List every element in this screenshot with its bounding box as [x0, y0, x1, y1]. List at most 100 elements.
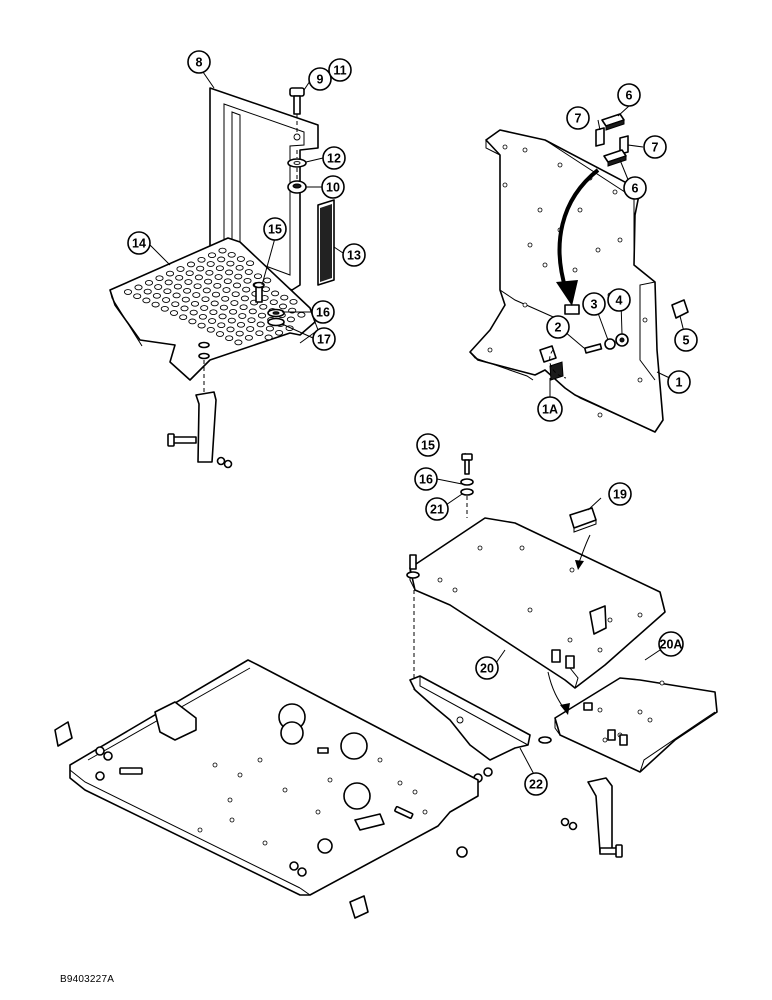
perforation-hole [210, 300, 219, 307]
perforation-hole [226, 326, 235, 333]
callout-6-top: 6 [617, 83, 641, 107]
svg-text:4: 4 [616, 294, 623, 308]
perforation-hole [219, 304, 228, 311]
perforation-hole [189, 309, 198, 316]
perforation-hole [193, 283, 202, 290]
callout-21: 21 [425, 497, 449, 521]
perforation-hole [234, 339, 243, 346]
perforation-hole [265, 325, 274, 332]
svg-text:13: 13 [347, 249, 361, 263]
box-fasteners [406, 453, 474, 579]
perforation-hole [154, 284, 163, 290]
perforation-hole [255, 330, 264, 337]
callout-1a: 1A [537, 396, 563, 422]
perforation-hole [226, 260, 235, 267]
perforation-hole [172, 292, 181, 299]
svg-text:22: 22 [529, 778, 543, 792]
perforation-hole [240, 295, 249, 302]
callout-16-lower: 16 [414, 467, 438, 491]
plate-fasteners [253, 281, 285, 327]
svg-text:6: 6 [632, 182, 639, 196]
drawing-reference-code: B9403227A [60, 974, 115, 985]
perforation-hole [242, 286, 251, 293]
perforation-hole [213, 282, 222, 289]
callout-8: 8 [187, 50, 211, 74]
callout-7-left: 7 [566, 106, 590, 130]
perforation-hole [238, 313, 247, 319]
floor-plate [54, 659, 479, 919]
svg-text:20A: 20A [660, 638, 683, 652]
perforation-hole [169, 310, 179, 316]
perforation-hole [179, 314, 188, 321]
assembly-arrowhead [556, 280, 578, 306]
perforation-hole [183, 287, 192, 294]
perforation-hole [236, 256, 245, 262]
svg-text:5: 5 [683, 334, 690, 348]
perforated-floor-plate [109, 237, 319, 381]
callout-4: 4 [607, 288, 631, 312]
perforation-hole [164, 279, 173, 286]
perforation-hole [175, 274, 184, 281]
perforation-hole [246, 260, 255, 267]
callout-13: 13 [342, 243, 366, 267]
perforation-hole [253, 273, 263, 280]
perforation-hole [244, 334, 253, 341]
perforation-hole [173, 283, 182, 290]
perforation-hole [197, 322, 206, 329]
perforation-hole [163, 288, 172, 295]
callout-5: 5 [674, 328, 698, 352]
perforation-hole [160, 305, 169, 312]
perforation-hole [198, 313, 207, 320]
perforation-hole [206, 261, 215, 267]
perforation-hole [227, 317, 236, 324]
svg-text:7: 7 [652, 141, 659, 155]
callout-15-upper: 15 [263, 217, 287, 241]
perforation-hole [162, 297, 171, 303]
svg-text:10: 10 [326, 181, 340, 195]
callout-6-bottom: 6 [623, 176, 647, 200]
perforation-hole [202, 287, 211, 294]
svg-text:2: 2 [555, 321, 562, 335]
perforation-hole [269, 299, 278, 306]
callout-17: 17 [312, 327, 336, 351]
perforation-hole [244, 269, 253, 275]
perforation-hole [231, 291, 240, 298]
svg-text:9: 9 [317, 73, 324, 87]
svg-text:14: 14 [132, 237, 146, 251]
svg-text:8: 8 [196, 56, 203, 70]
perforation-hole [143, 288, 152, 295]
perforation-hole [192, 292, 201, 298]
perforation-hole [227, 251, 236, 258]
svg-text:6: 6 [626, 89, 633, 103]
perforation-hole [271, 290, 280, 297]
callout-2: 2 [546, 315, 570, 339]
svg-text:19: 19 [613, 488, 627, 502]
perforation-hole [215, 265, 224, 272]
perforation-hole [278, 303, 288, 310]
callout-1: 1 [667, 370, 691, 394]
perforation-hole [236, 321, 246, 328]
perforation-hole [155, 275, 164, 282]
perforation-hole [165, 270, 175, 277]
perforation-hole [211, 291, 221, 298]
svg-text:1: 1 [676, 376, 683, 390]
svg-text:11: 11 [333, 64, 346, 78]
callout-11: 11 [328, 58, 352, 82]
perforation-hole [222, 287, 231, 293]
perforation-hole [243, 277, 252, 284]
svg-text:1A: 1A [542, 403, 558, 417]
perforation-hole [142, 297, 151, 304]
perforation-hole [247, 317, 256, 324]
perforation-hole [264, 334, 273, 341]
callout-22: 22 [524, 772, 548, 796]
perforation-hole [208, 318, 217, 324]
perforation-hole [206, 326, 215, 333]
perforation-hole [201, 296, 210, 303]
panel-hardware [539, 299, 689, 381]
plate-support-bracket [167, 341, 233, 469]
perforation-hole [246, 326, 255, 332]
perforation-hole [289, 298, 298, 305]
perforation-hole [171, 301, 180, 308]
